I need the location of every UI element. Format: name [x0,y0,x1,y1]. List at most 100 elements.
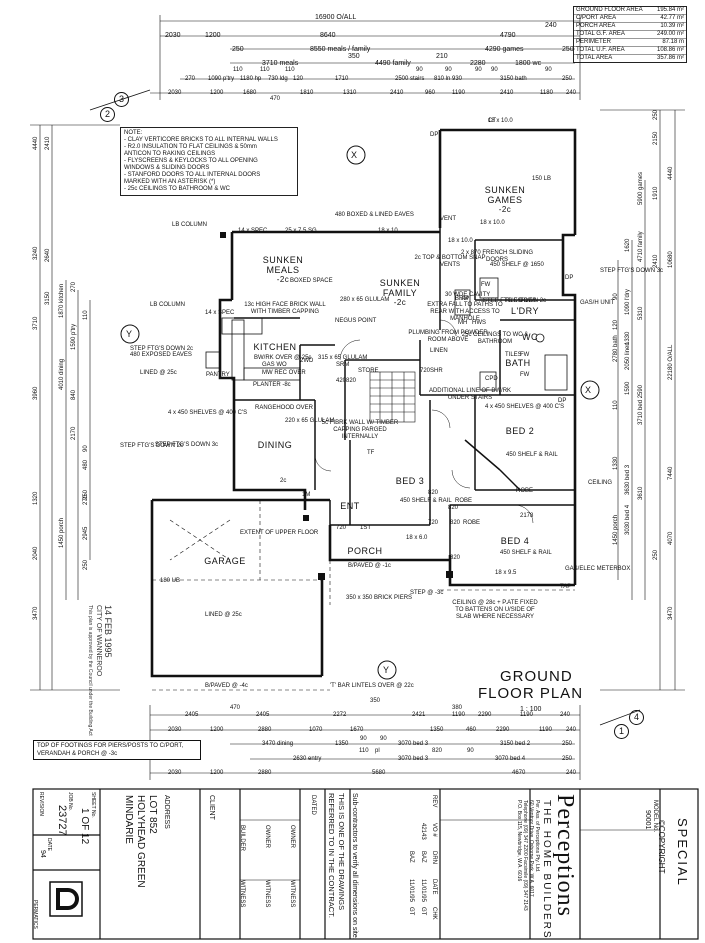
dim-bottom-4: 2630 entry [293,756,322,762]
revision-cell: BAZ [420,851,426,863]
dim-right: 3630 bed 3 [625,464,631,495]
dim-top-2: 4290 games [485,46,524,53]
dim-bottom-3: 3150 bed 2 [500,741,531,747]
section-marker: 3 [114,92,129,107]
top-dimension-lines [150,15,581,100]
dim-left: 3960 [33,386,39,400]
plan-annotation: 'T' BAR LINTELS OVER @ 22c [330,683,414,689]
plan-annotation: STEP FTG'S DOWN 3c [155,442,219,448]
dim-right: 5310 [638,306,644,320]
plan-annotation: 18 x 10.0 [488,118,513,124]
plan-annotation: DP [430,132,439,138]
dim-bottom-2: 1190 [520,712,533,718]
council-stamp: 14 FEB 1995 CITY OF WANNEROO This plan i… [85,605,113,736]
plan-annotation: CPD [485,376,498,382]
dim-top-5: 1190 [452,90,465,96]
stamp-council: CITY OF WANNEROO [95,605,102,677]
dim-right: 1620 [625,238,631,252]
owner-label: OWNER [289,825,295,848]
dim-right: 1090 l'dry [625,289,631,315]
revision-cell: GT [420,907,426,916]
notes-item: WINDOWS & SLIDING DOORS [124,165,210,171]
plan-annotation: LB COLUMN [150,302,186,308]
revision-cell: GT [408,907,414,916]
dim-right: 2780 bath [613,335,619,362]
axis-marker: X [585,385,592,395]
plan-annotation: ROBE [455,498,473,504]
revision-header: VO # [431,823,437,837]
plan-annotation: ADDITIONAL LINE OF BW/RK UNDER STAIRS [428,388,512,401]
plan-annotation: 450 SHELF & RAIL [500,550,552,556]
plan-annotation: GAS WO [262,362,287,368]
dim-bottom-2: 240 [560,712,571,718]
plan-scale: 1 : 100 [520,706,542,713]
dim-bottom-1: 240 [566,727,577,733]
dim-top-small: 90 [475,67,482,73]
dim-left: 2640 [45,248,51,262]
dim-bottom-3: 250 [562,741,573,747]
dim-left: 480 [83,459,89,470]
kitchen-bench [205,317,301,381]
area-label: GROUND FLOOR AREA [576,7,643,13]
address-line: LOT 852 [147,795,158,834]
dim-top-1: 1200 [205,32,221,39]
notes-box: NOTE: - CLAY VERTICORE BRICKS TO ALL INT… [120,127,298,196]
plan-annotation: 14 x SPEC [238,228,268,234]
plan-annotation: 820 [450,520,461,526]
plan-annotation: STEP FTG'S DOWN 2c [120,443,184,449]
area-label: TOTAL G.F. AREA [576,31,625,37]
dim-right: 1590 [625,381,631,395]
plan-annotation: LINED @ 25c [140,370,177,376]
section-marker: 1 [614,724,629,739]
plan-title-line1: GROUND [500,668,573,685]
plan-annotation: ROBE [516,488,534,494]
plan-annotation: 350 x 350 BRICK PIERS [346,595,413,601]
dim-right: 7440 [668,466,674,480]
dim-top-small: 470 [270,96,281,102]
plan-annotation: FW [520,352,530,358]
dim-left: 90 [83,445,89,452]
witness-label: WITNESS [239,880,245,908]
revision-header: CHK [431,907,437,920]
dim-right: 3470 [668,606,674,620]
dim-top-5: 2410 [390,90,404,96]
revision-header: REV [431,795,437,808]
room-games-label: GAMES [487,195,523,205]
dim-bottom-5: 4670 [512,770,526,776]
notes-item: MARKED WITH AN ASTERISK (*) [124,179,216,185]
plan-annotation: 2WD [300,358,314,364]
revision-cell: BAZ [408,851,414,863]
garage-upper-floor-extent [152,500,575,691]
revision-cell: 11/01/95 [420,879,426,902]
dim-bottom-1: 2405 [256,712,270,718]
stamp-date: 14 FEB 1995 [103,605,113,658]
plan-annotation: FW [481,282,491,288]
dim-bottom-2: 1350 [430,727,444,733]
dim-bottom-small: 470 [230,705,241,711]
plan-annotation: B/PAVED @ -4c [205,683,248,689]
plan-annotation: 820 [448,505,459,511]
plan-annotation: 220 x 65 GLULAM [285,418,335,424]
plan-annotation: LB COLUMN [172,222,208,228]
dim-top-4: 120 [293,76,304,82]
plan-annotation: STEP FTG'S DOWN 3c [600,268,664,274]
dim-top-2: 8550 meals / family [310,46,371,53]
dim-top-5: 2410 [500,90,514,96]
dim-right: 10680 [668,251,674,268]
plan-annotation: 1M [302,492,311,498]
plan-annotation: 18 x 9.5 [495,570,517,576]
dim-bottom-1: 2290 [496,727,510,733]
plan-annotation: FW [520,372,530,378]
dim-top-3: 210 [436,53,448,60]
plan-annotation: ROBE [463,520,481,526]
builder-label: BUILDER [239,825,245,852]
dim-top-small: 110 [233,67,243,73]
dim-right: 1450 porch [613,514,619,545]
area-label: TOTAL AREA [576,55,613,61]
plan-annotation: 820 [346,378,357,384]
plan-annotation: BOXED SPACE [290,278,333,284]
plan-annotation: EXTRA FALL TO PATHS TO REAR WITH ACCESS … [427,302,503,322]
company-logo-icon [48,880,84,918]
